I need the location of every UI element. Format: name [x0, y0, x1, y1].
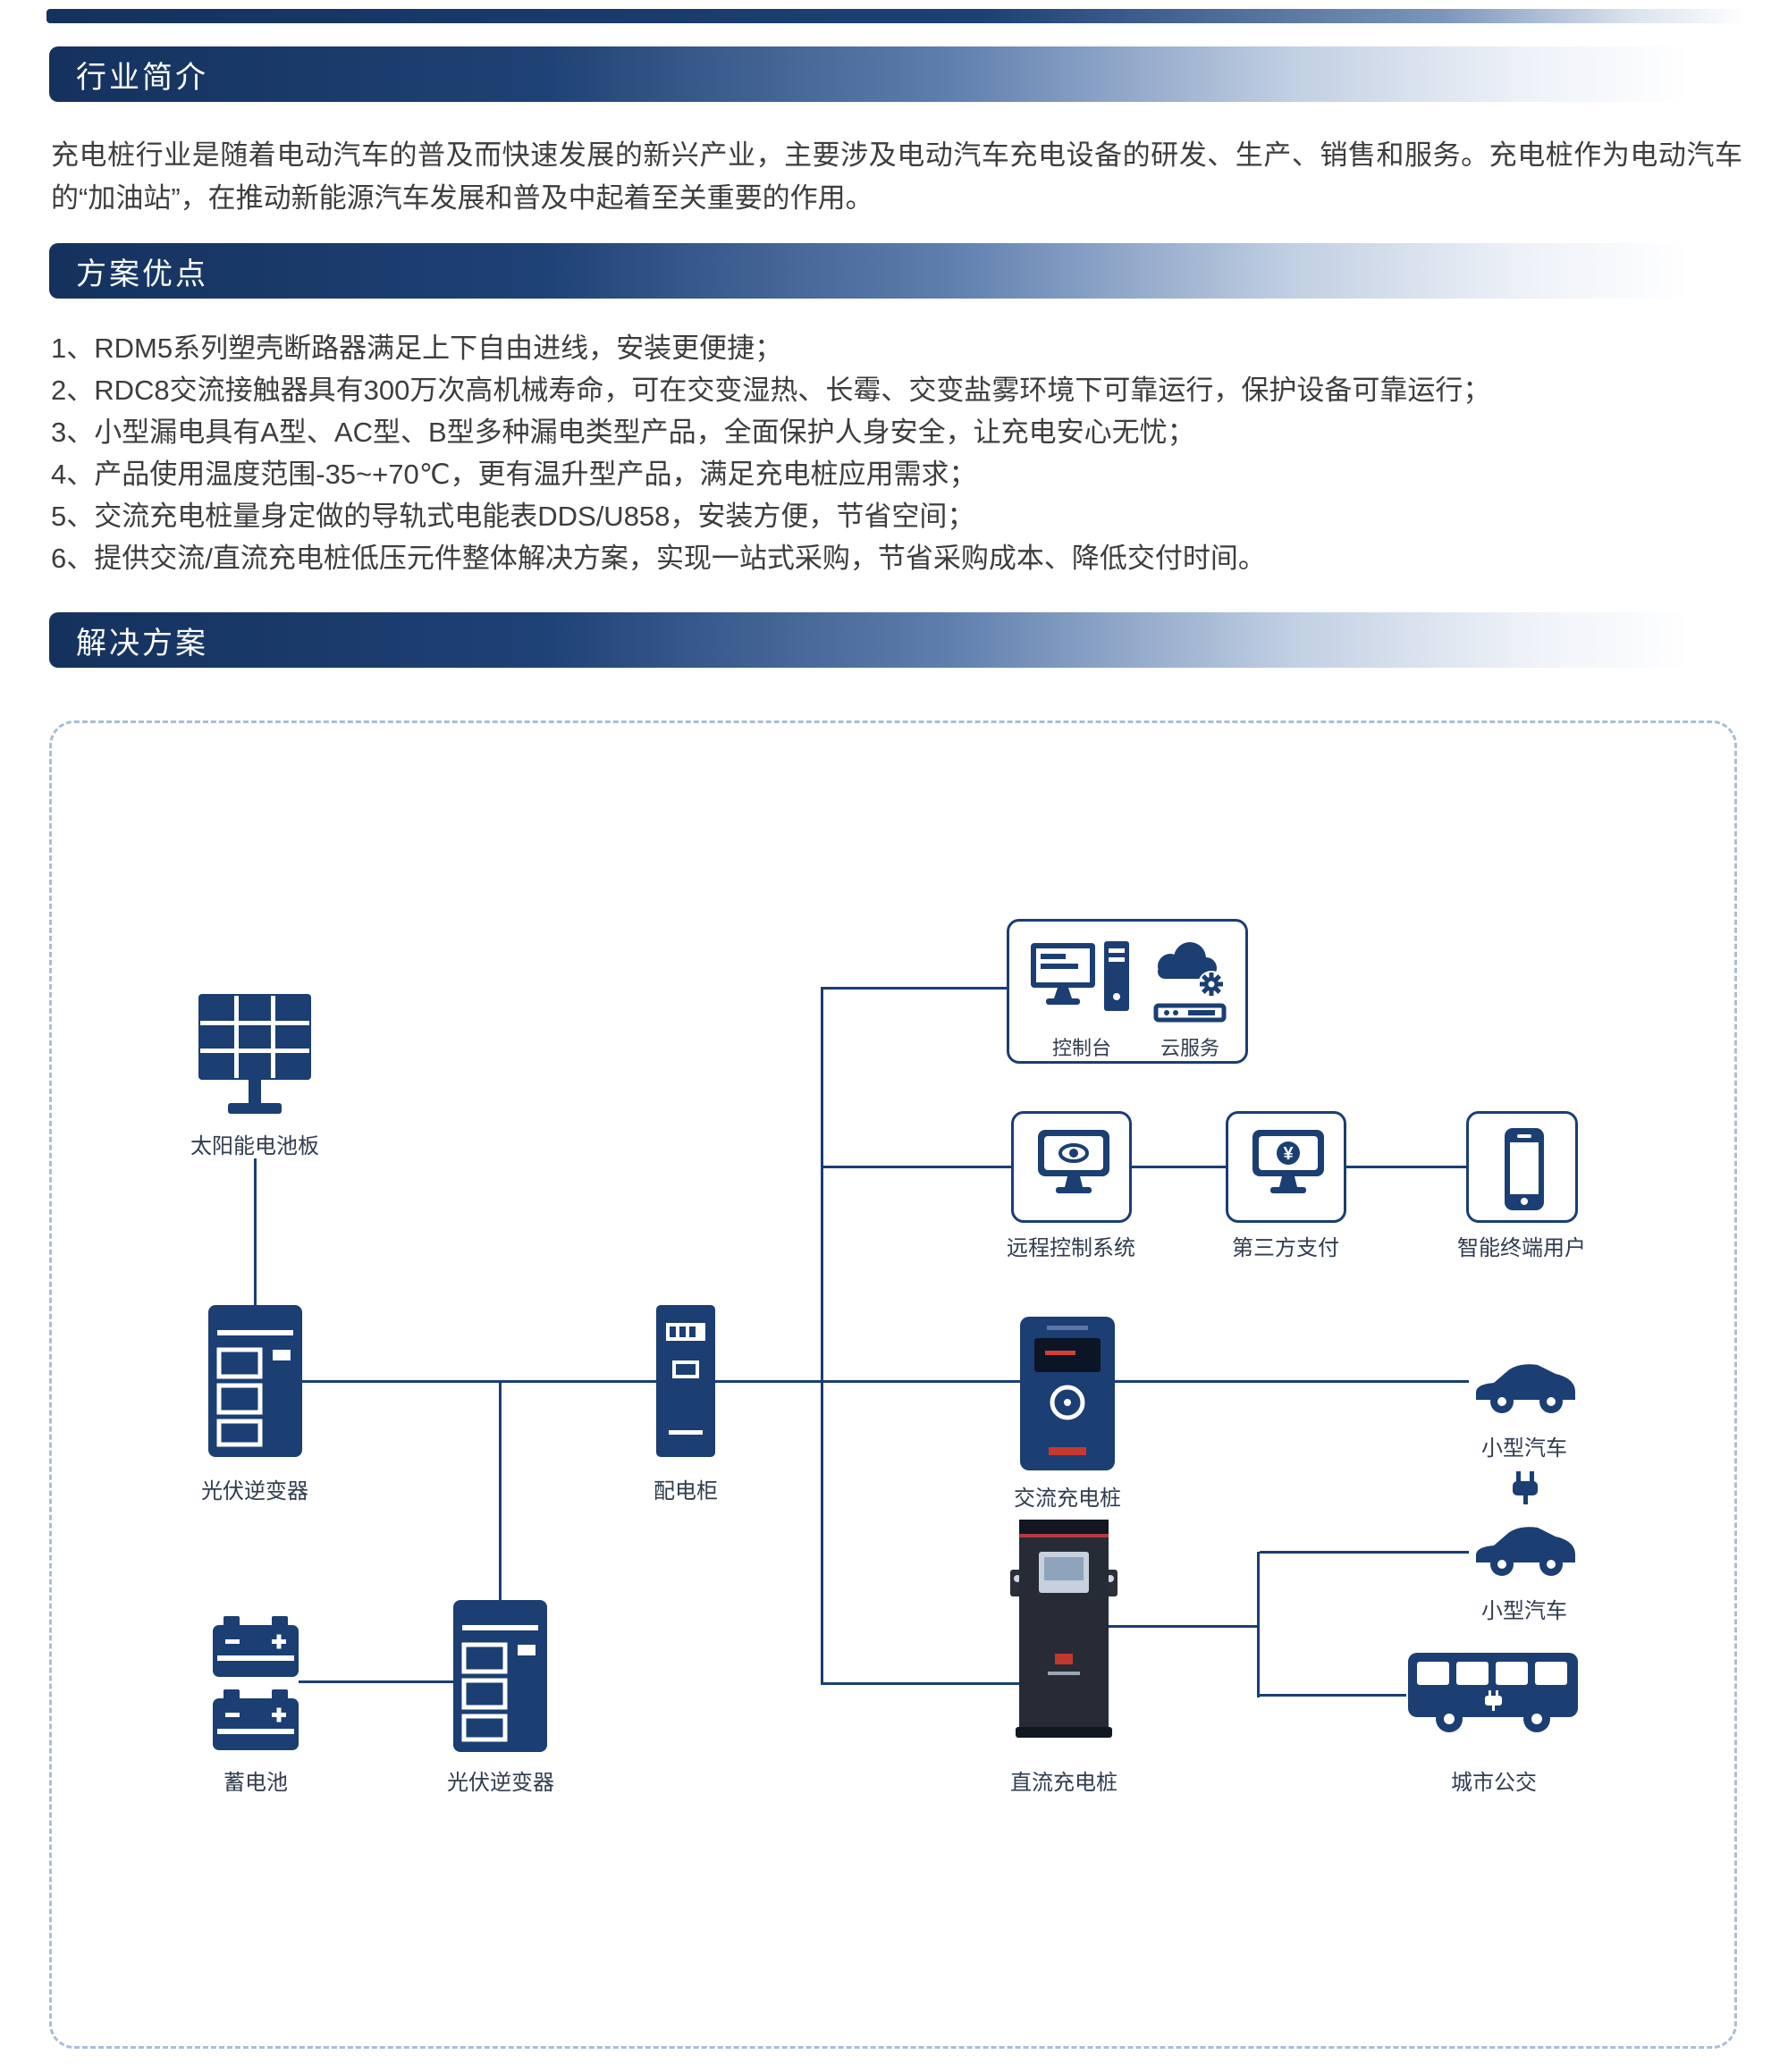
connector-branch-vertical: [1257, 1552, 1260, 1697]
section-banner-advantages: 方案优点: [49, 243, 1690, 299]
ac-charging-pile-icon: [1020, 1317, 1115, 1470]
city-bus-icon: [1408, 1653, 1578, 1732]
remote-control-monitor-icon: [1038, 1130, 1109, 1193]
connector-inverter2-up: [499, 1382, 502, 1600]
smartphone-icon: [1505, 1128, 1544, 1210]
label-cloud-service: 云服务: [1160, 1037, 1219, 1059]
connector-cabinet-to-bus: [715, 1380, 822, 1383]
label-dc-charging-pile: 直流充电桩: [1010, 1771, 1118, 1795]
solar-panel-icon: [198, 994, 311, 1114]
distribution-cabinet-icon: [656, 1305, 715, 1457]
section-title-solution: 解决方案: [76, 626, 208, 661]
advantage-item-1: 1、RDM5系列塑壳断路器满足上下自由进线，安装更便捷；: [51, 333, 783, 364]
advantages-list: 1、RDM5系列塑壳断路器满足上下自由进线，安装更便捷； 2、RDC8交流接触器…: [51, 327, 1750, 579]
payment-monitor-icon: ¥: [1252, 1130, 1324, 1193]
section-banner-industry: 行业简介: [49, 46, 1690, 102]
label-small-car-top: 小型汽车: [1481, 1436, 1567, 1461]
label-small-car-middle: 小型汽车: [1481, 1599, 1567, 1623]
bus-plug-mark: [1485, 1690, 1502, 1711]
console-icon: [1031, 941, 1129, 1011]
label-battery: 蓄电池: [224, 1771, 288, 1795]
label-console: 控制台: [1051, 1037, 1111, 1059]
advantage-item-4: 4、产品使用温度范围-35~+70℃，更有温升型产品，满足充电桩应用需求；: [51, 459, 977, 490]
advantage-item-2: 2、RDC8交流接触器具有300万次高机械寿命，可在交变湿热、长霉、交变盐雾环境…: [51, 375, 1491, 406]
charging-plug-icon: [1513, 1471, 1538, 1504]
top-accent-bar: [46, 9, 1748, 23]
small-car-icon: [1476, 1364, 1575, 1413]
connector-bus-to-remote: [822, 1166, 1011, 1168]
advantage-item-5: 5、交流充电桩量身定做的导轨式电能表DDS/U858，安装方便，节省空间；: [51, 501, 975, 532]
yuan-symbol: ¥: [1283, 1144, 1294, 1164]
battery-icon: [213, 1689, 299, 1750]
connector-bus-to-dc-pile: [822, 1682, 1019, 1685]
connector-inverter-to-cabinet: [302, 1380, 656, 1383]
dc-charging-pile-icon: [1010, 1520, 1118, 1738]
section-title-advantages: 方案优点: [76, 257, 208, 291]
third-party-payment-box: ¥: [1226, 1111, 1346, 1223]
label-pv-inverter-2: 光伏逆变器: [447, 1771, 554, 1795]
label-third-party-payment: 第三方支付: [1232, 1236, 1339, 1260]
connector-bus-to-console: [822, 987, 1007, 990]
label-pv-inverter-1: 光伏逆变器: [201, 1479, 308, 1503]
solution-diagram-frame: [49, 720, 1737, 2049]
connector-payment-to-user: [1346, 1166, 1466, 1168]
console-cloud-box: 控制台 云服务: [1007, 919, 1248, 1064]
cloud-service-icon: [1153, 942, 1227, 1023]
connector-battery-to-inverter: [299, 1680, 453, 1683]
connector-bus-to-ac-pile: [822, 1380, 1020, 1383]
pv-inverter-icon: [453, 1600, 547, 1752]
section-title-industry: 行业简介: [76, 60, 208, 95]
industry-paragraph: 充电桩行业是随着电动汽车的普及而快速发展的新兴产业，主要涉及电动汽车充电设备的研…: [51, 139, 1742, 214]
connector-remote-to-payment: [1132, 1166, 1226, 1168]
advantage-item-6: 6、提供交流/直流充电桩低压元件整体解决方案，实现一站式采购，节省采购成本、降低…: [51, 543, 1266, 574]
connector-solar-to-inverter: [254, 1158, 257, 1305]
remote-control-box: [1011, 1111, 1132, 1223]
connector-main-bus: [821, 987, 823, 1685]
label-remote-control: 远程控制系统: [1007, 1236, 1135, 1260]
connector-branch-to-car: [1260, 1551, 1469, 1554]
label-solar-panel: 太阳能电池板: [190, 1134, 319, 1158]
connector-ac-pile-to-car: [1115, 1380, 1469, 1383]
smart-terminal-user-box: [1466, 1111, 1578, 1223]
connector-branch-to-bus-vehicle: [1260, 1694, 1406, 1697]
section-banner-solution: 解决方案: [49, 612, 1690, 668]
label-city-bus: 城市公交: [1451, 1771, 1537, 1795]
connector-dc-pile-to-branch: [1109, 1625, 1259, 1628]
battery-icon: [213, 1616, 299, 1677]
label-distribution-cabinet: 配电柜: [654, 1479, 718, 1503]
label-ac-charging-pile: 交流充电桩: [1014, 1487, 1121, 1511]
label-smart-terminal-user: 智能终端用户: [1457, 1236, 1586, 1260]
pv-inverter-icon: [208, 1305, 302, 1457]
advantage-item-3: 3、小型漏电具有A型、AC型、B型多种漏电类型产品，全面保护人身安全，让充电安心…: [51, 417, 1195, 448]
small-car-icon: [1476, 1527, 1575, 1576]
